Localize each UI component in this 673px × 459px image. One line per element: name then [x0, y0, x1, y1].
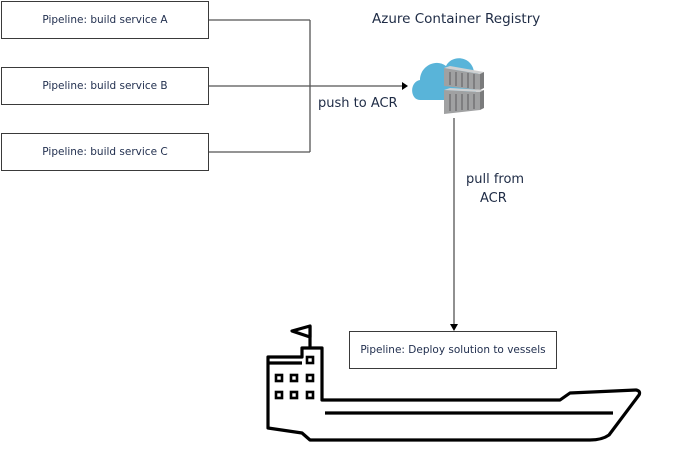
pipeline-label: Pipeline: build service B — [42, 80, 168, 92]
flag — [290, 324, 312, 339]
pipeline-label: Pipeline: build service A — [42, 14, 168, 26]
hull-outline — [266, 346, 642, 442]
azure-container-registry-icon — [412, 58, 484, 114]
ship-windows — [274, 355, 315, 400]
container-stack — [444, 66, 484, 114]
pull-from-acr-label-line1: pull from — [466, 172, 525, 187]
pipeline-label: Pipeline: build service C — [42, 146, 168, 158]
registry-title: Azure Container Registry — [372, 11, 541, 27]
pull-from-acr-label-line2: ACR — [480, 191, 507, 206]
push-to-acr-label: push to ACR — [318, 96, 398, 111]
pipeline-build-service-a[interactable]: Pipeline: build service A — [1, 1, 209, 39]
pipeline-label: Pipeline: Deploy solution to vessels — [360, 344, 546, 356]
pull-arrowhead — [450, 324, 458, 331]
pipeline-build-service-c[interactable]: Pipeline: build service C — [1, 133, 209, 171]
pipeline-build-service-b[interactable]: Pipeline: build service B — [1, 67, 209, 105]
pipeline-deploy-to-vessels[interactable]: Pipeline: Deploy solution to vessels — [349, 331, 557, 369]
push-arrowhead — [402, 82, 408, 90]
